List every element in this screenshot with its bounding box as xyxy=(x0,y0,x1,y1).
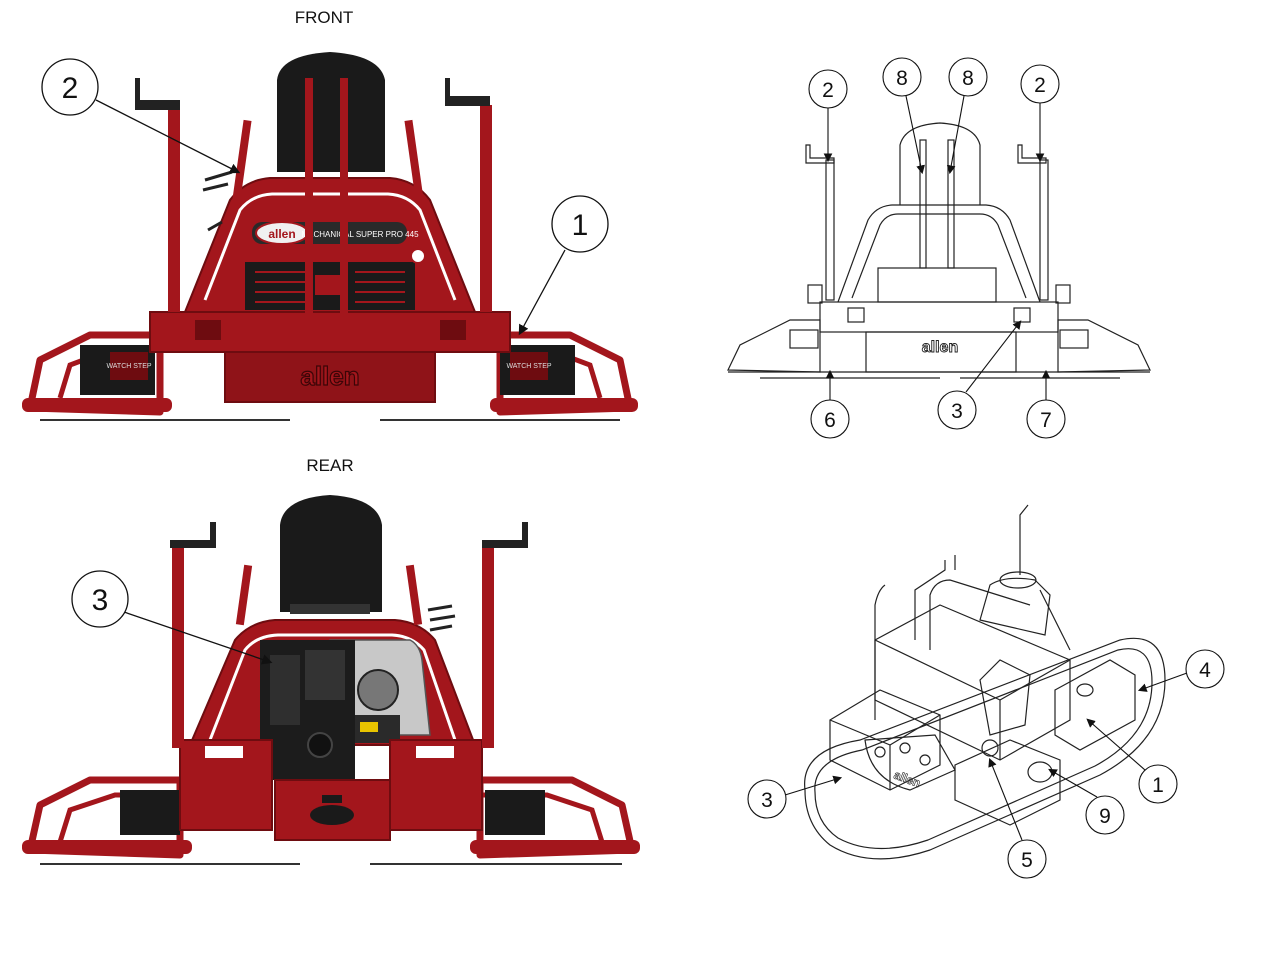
front-model-logo: allen xyxy=(268,227,295,241)
lineart-callout-6: 6 xyxy=(810,369,850,439)
lineart-logo-plate: allen xyxy=(922,339,958,356)
front-callout-1: 1 xyxy=(518,195,609,336)
lineart-callout-6-number: 6 xyxy=(824,409,836,432)
lineart-callout-3: 3 xyxy=(937,320,1022,430)
iso-callout-9-number: 9 xyxy=(1099,805,1111,828)
front-view-label: FRONT xyxy=(295,8,354,27)
front-callout-1-number: 1 xyxy=(572,209,589,242)
rear-view-label: REAR xyxy=(306,456,353,475)
front-logo-plate: allen xyxy=(300,361,359,391)
rear-view-machine xyxy=(22,495,640,865)
rear-callout-3: 3 xyxy=(71,570,273,665)
front-model-decal: MECHANICAL SUPER PRO 445 xyxy=(301,230,419,239)
lineart-callout-7: 7 xyxy=(1026,369,1066,439)
isometric-machine xyxy=(804,504,1166,860)
lineart-callout-8-right-number: 8 xyxy=(962,67,974,90)
iso-callout-1-number: 1 xyxy=(1152,774,1164,797)
lineart-callout-2-left-number: 2 xyxy=(822,79,834,102)
lineart-callout-8-left: 8 xyxy=(882,57,925,175)
lineart-callout-8-left-number: 8 xyxy=(896,67,908,90)
lineart-callout-2-right-number: 2 xyxy=(1034,74,1046,97)
lineart-callout-3-number: 3 xyxy=(951,400,963,423)
lineart-callout-7-number: 7 xyxy=(1040,409,1052,432)
lineart-callout-2-right: 2 xyxy=(1020,64,1060,163)
front-callout-2: 2 xyxy=(41,58,241,174)
iso-callout-1: 1 xyxy=(1086,718,1178,804)
front-view-machine: WATCH STEP WATCH STEP allen allen MECHAN… xyxy=(22,52,638,421)
lineart-callout-8-right: 8 xyxy=(946,57,988,175)
front-step-decal-right: WATCH STEP xyxy=(506,363,551,370)
iso-callout-4-number: 4 xyxy=(1199,659,1211,682)
iso-callout-3-number: 3 xyxy=(761,789,773,812)
iso-callout-4: 4 xyxy=(1137,649,1225,692)
iso-callout-5-number: 5 xyxy=(1021,849,1033,872)
iso-callout-3: 3 xyxy=(747,775,843,819)
rear-callout-3-number: 3 xyxy=(92,584,109,617)
iso-callout-5: 5 xyxy=(988,757,1047,879)
front-step-decal-left: WATCH STEP xyxy=(106,363,151,370)
front-callout-2-number: 2 xyxy=(62,72,79,105)
iso-callout-9: 9 xyxy=(1048,768,1125,835)
lineart-callout-2-left: 2 xyxy=(808,69,848,163)
